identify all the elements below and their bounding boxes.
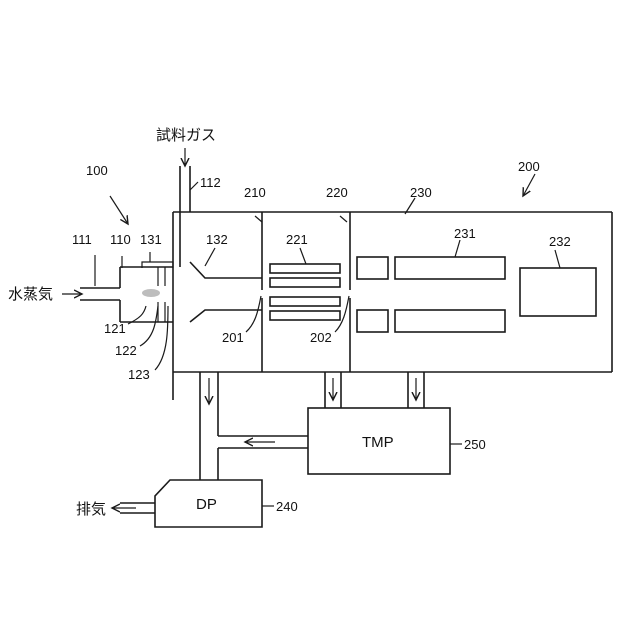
ion-guide-rod-4 bbox=[270, 311, 340, 320]
ref-201: 201 bbox=[222, 330, 244, 345]
quadrupole-upper bbox=[395, 257, 505, 279]
ref-231: 231 bbox=[454, 226, 476, 241]
sample-gas-label: 試料ガス bbox=[156, 127, 216, 144]
water-vapor-label: 水蒸気 bbox=[8, 286, 53, 303]
ref-121: 121 bbox=[104, 321, 126, 336]
arrow-200 bbox=[523, 174, 535, 196]
ref-132: 132 bbox=[206, 232, 228, 247]
ref-250: 250 bbox=[464, 437, 486, 452]
ref-230: 230 bbox=[410, 185, 432, 200]
ref-202: 202 bbox=[310, 330, 332, 345]
prefilter-lower bbox=[357, 310, 388, 332]
ref-122: 122 bbox=[115, 343, 137, 358]
tmp-label: TMP bbox=[362, 434, 394, 451]
exhaust-label: 排気 bbox=[76, 501, 106, 518]
arrow-100 bbox=[110, 196, 128, 224]
ref-123: 123 bbox=[128, 367, 150, 382]
ref-210: 210 bbox=[244, 185, 266, 200]
ref-110: 110 bbox=[110, 232, 131, 247]
funnel-upper bbox=[190, 262, 262, 278]
ref-131: 131 bbox=[140, 232, 162, 247]
ref-221: 221 bbox=[286, 232, 308, 247]
ref-111: 111 bbox=[72, 232, 92, 247]
funnel-lower bbox=[190, 310, 262, 322]
detector-232 bbox=[520, 268, 596, 316]
quadrupole-lower bbox=[395, 310, 505, 332]
vacuum-chamber-group bbox=[173, 212, 612, 372]
ref-232: 232 bbox=[549, 234, 571, 249]
ref-200: 200 bbox=[518, 159, 540, 174]
ionization-region bbox=[142, 289, 160, 297]
ion-guide-rod-2 bbox=[270, 278, 340, 287]
ref-100: 100 bbox=[86, 163, 108, 178]
ion-guide-rod-3 bbox=[270, 297, 340, 306]
ion-guide-rod-1 bbox=[270, 264, 340, 273]
ref-240: 240 bbox=[276, 499, 298, 514]
prefilter-upper bbox=[357, 257, 388, 279]
dp-label: DP bbox=[196, 496, 217, 513]
ref-112: 112 bbox=[200, 175, 221, 190]
ref-220: 220 bbox=[326, 185, 348, 200]
